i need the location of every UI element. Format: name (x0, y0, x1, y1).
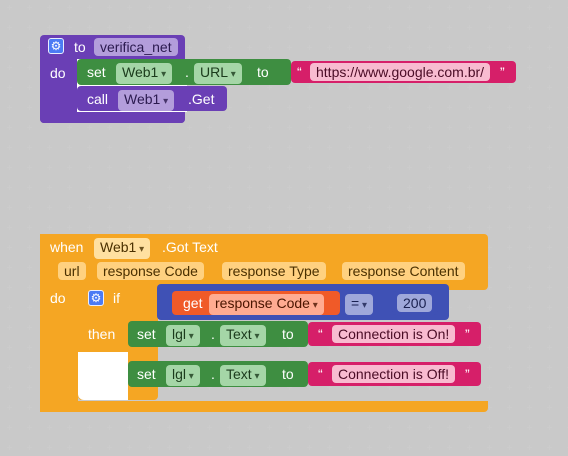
procedure-to-label: to (74, 39, 86, 55)
procedure-bottom (40, 112, 185, 123)
get-label: get (183, 295, 203, 311)
else-property-dropdown[interactable]: Text (220, 365, 266, 386)
event-component-dropdown[interactable]: Web1 (94, 238, 151, 259)
get-variable-dropdown[interactable]: response Code (209, 294, 324, 315)
else-dot: . (211, 366, 215, 382)
then-quote-open: “ (318, 326, 323, 342)
set-web1-url-block[interactable] (77, 59, 291, 85)
dot-separator: . (185, 64, 189, 80)
else-text-field[interactable]: Connection is Off! (332, 365, 456, 383)
set-label: set (87, 64, 106, 80)
param-response-content[interactable]: response Content (342, 262, 465, 280)
mutator-gear-icon[interactable]: ⚙ (48, 38, 64, 54)
quote-open: “ (297, 64, 302, 80)
then-set-label: set (137, 326, 156, 342)
then-component-dropdown[interactable]: lgl (166, 325, 200, 346)
event-bottom (40, 401, 488, 412)
when-label: when (50, 239, 84, 255)
then-quote-close: ” (465, 326, 470, 342)
set-to-label: to (257, 64, 269, 80)
else-set-label: set (137, 366, 156, 382)
call-component-dropdown[interactable]: Web1 (118, 90, 175, 111)
component-dropdown-web1[interactable]: Web1 (116, 63, 173, 84)
then-dot: . (211, 326, 215, 342)
event-name: .Got Text (162, 239, 218, 255)
quote-close: ” (500, 64, 505, 80)
then-set-block[interactable] (128, 321, 308, 347)
call-method: .Get (188, 91, 215, 107)
else-slot (78, 352, 128, 400)
then-to-label: to (282, 326, 294, 342)
then-text-field[interactable]: Connection is On! (332, 325, 456, 343)
event-left-rail (40, 234, 78, 412)
property-dropdown-url[interactable]: URL (194, 63, 242, 84)
if-label: if (113, 290, 120, 306)
else-quote-close: ” (465, 366, 470, 382)
param-response-code[interactable]: response Code (97, 262, 204, 280)
number-field[interactable]: 200 (397, 294, 433, 312)
else-quote-open: “ (318, 366, 323, 382)
else-component-dropdown[interactable]: lgl (166, 365, 200, 386)
call-label: call (87, 91, 109, 107)
param-response-type[interactable]: response Type (222, 262, 326, 280)
then-property-dropdown[interactable]: Text (220, 325, 266, 346)
if-mutator-gear-icon[interactable]: ⚙ (88, 290, 104, 306)
then-label: then (88, 326, 116, 342)
event-do-label: do (50, 290, 66, 306)
url-text-field[interactable]: https://www.google.com.br/ (310, 63, 491, 81)
param-url[interactable]: url (58, 262, 86, 280)
else-set-block[interactable] (128, 361, 308, 387)
else-to-label: to (282, 366, 294, 382)
compare-operator-dropdown[interactable]: = (345, 294, 373, 315)
procedure-do-label: do (50, 65, 66, 81)
procedure-name-field[interactable]: verifica_net (94, 38, 178, 56)
